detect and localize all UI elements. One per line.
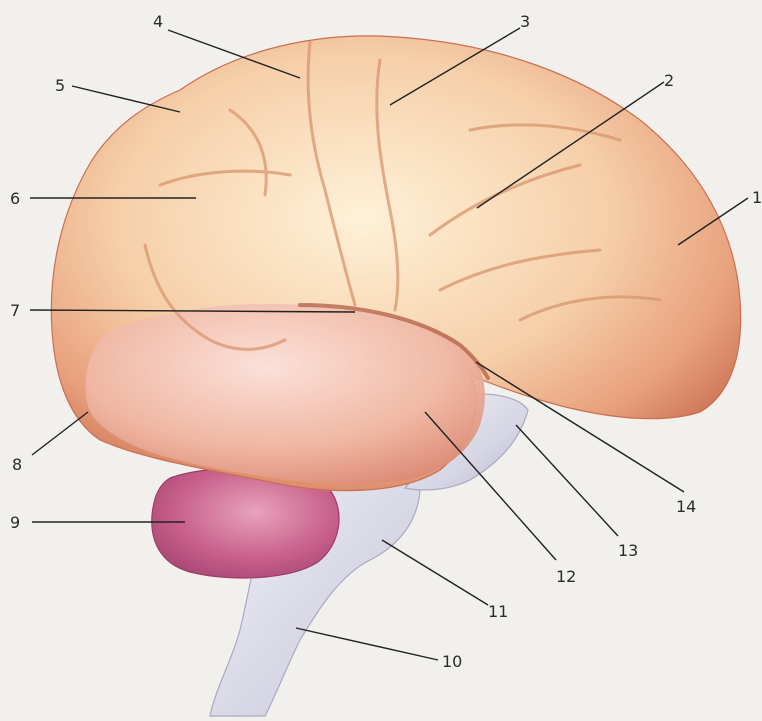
leader-8 [32, 412, 88, 455]
leader-10 [296, 628, 438, 660]
label-4: 4 [153, 12, 163, 31]
label-11: 11 [488, 602, 508, 621]
label-14: 14 [676, 497, 696, 516]
leader-11 [382, 540, 488, 605]
label-3: 3 [520, 12, 530, 31]
label-5: 5 [55, 76, 65, 95]
label-1: 1 [752, 188, 762, 207]
label-2: 2 [664, 71, 674, 90]
label-6: 6 [10, 189, 20, 208]
label-8: 8 [12, 455, 22, 474]
label-7: 7 [10, 301, 20, 320]
label-9: 9 [10, 513, 20, 532]
label-13: 13 [618, 541, 638, 560]
temporal-lobe [86, 304, 485, 484]
label-12: 12 [556, 567, 576, 586]
label-10: 10 [442, 652, 462, 671]
